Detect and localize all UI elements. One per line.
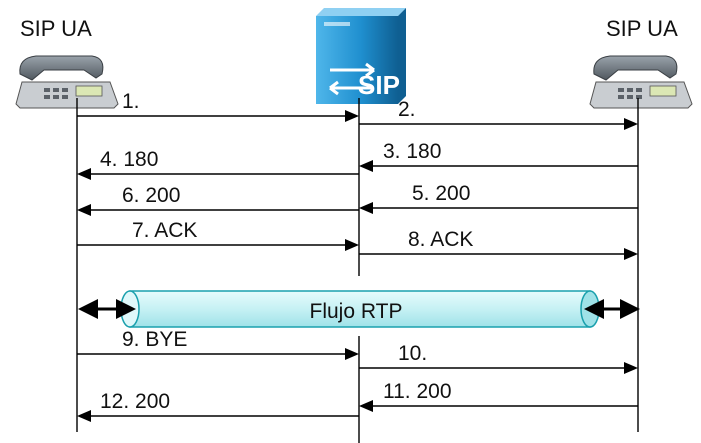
arrowhead-icon <box>359 160 373 172</box>
arrowhead-icon <box>359 400 373 412</box>
message-label: 4. 180 <box>100 148 158 171</box>
arrowhead-icon <box>624 118 638 130</box>
rtp-left-arrow <box>78 299 136 319</box>
message-arrow-m8: 8. ACK <box>359 228 638 260</box>
arrowhead-icon <box>77 410 91 422</box>
message-label: 2. <box>398 98 416 121</box>
arrowhead-icon <box>624 362 638 374</box>
arrowhead-icon <box>77 168 91 180</box>
sip-logo-text: SIP <box>358 70 400 100</box>
desk-phone-icon <box>589 55 693 109</box>
right-ua-title: SIP UA <box>606 16 678 41</box>
message-arrow-m3: 3. 180 <box>359 140 638 172</box>
message-arrow-m12: 12. 200 <box>77 390 359 422</box>
message-arrow-m6: 6. 200 <box>77 184 359 216</box>
arrowhead-icon <box>359 202 373 214</box>
arrowhead-icon <box>345 348 359 360</box>
message-arrow-m10: 10. <box>359 342 638 374</box>
message-arrow-m11: 11. 200 <box>359 380 638 412</box>
arrowhead-icon <box>624 248 638 260</box>
message-label: 8. ACK <box>408 228 473 251</box>
arrowhead-icon <box>345 110 359 122</box>
message-arrow-m4: 4. 180 <box>77 148 359 180</box>
message-label: 12. 200 <box>100 390 170 413</box>
message-label: 10. <box>398 342 427 365</box>
arrowhead-icon <box>77 204 91 216</box>
message-arrow-m7: 7. ACK <box>77 219 359 251</box>
message-arrow-m1: 1. <box>77 90 359 122</box>
message-label: 9. BYE <box>122 328 187 351</box>
message-label: 6. 200 <box>122 184 180 207</box>
message-label: 1. <box>122 90 140 113</box>
message-label: 11. 200 <box>383 380 452 403</box>
message-label: 3. 180 <box>383 140 441 163</box>
message-label: 7. ACK <box>132 219 197 242</box>
sip-server-icon: SIP <box>316 8 406 104</box>
desk-phone-icon <box>15 55 119 109</box>
message-arrow-m2: 2. <box>359 98 638 130</box>
left-ua-title: SIP UA <box>20 16 92 41</box>
rtp-media-flow: Flujo RTP <box>78 290 640 328</box>
messages-layer: 1. 2. 3. 180 4. 180 5. 200 6. 200 7. ACK 8. ACK… <box>77 90 638 422</box>
arrowhead-icon <box>345 239 359 251</box>
rtp-right-arrow <box>584 299 640 319</box>
message-arrow-m5: 5. 200 <box>359 182 638 214</box>
message-arrow-m9: 9. BYE <box>77 328 359 360</box>
message-label: 5. 200 <box>412 182 470 205</box>
rtp-label: Flujo RTP <box>310 300 403 323</box>
